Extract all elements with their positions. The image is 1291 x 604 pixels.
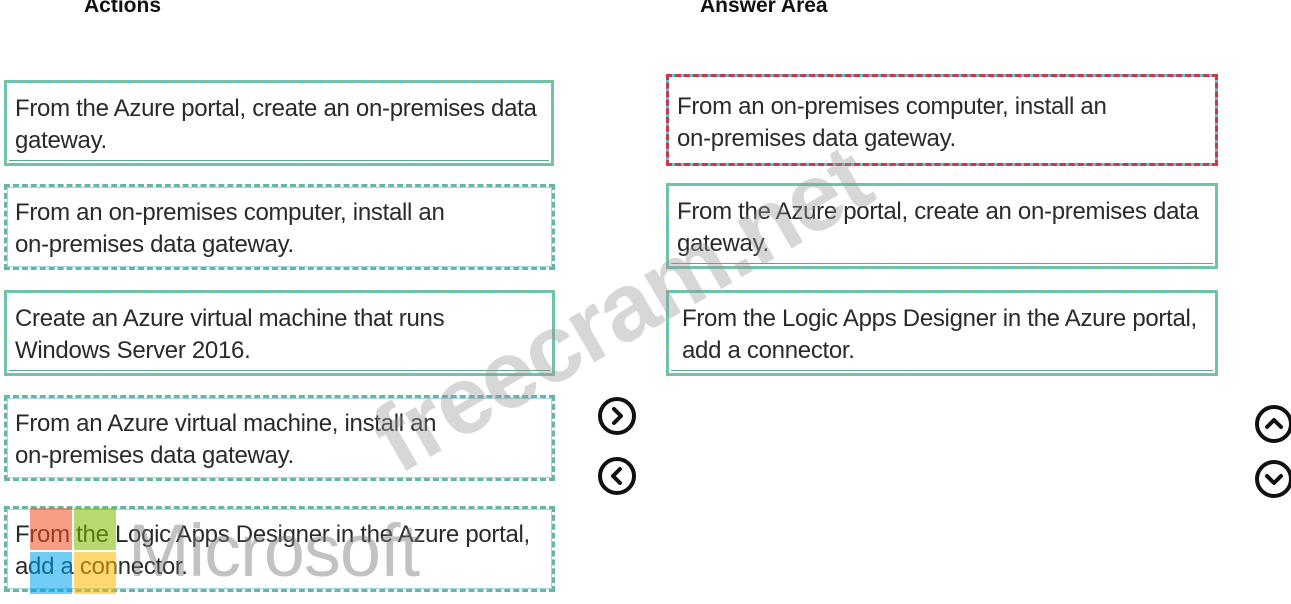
chevron-up-icon <box>1265 418 1283 429</box>
answer-item-add-connector[interactable]: From the Logic Apps Designer in the Azur… <box>666 290 1218 376</box>
chevron-left-icon <box>611 467 622 485</box>
answer-item-line: From the Logic Apps Designer in the Azur… <box>682 305 1197 332</box>
answer-item-line: add a connector. <box>682 337 855 364</box>
action-item-line: From an on-premises computer, install an <box>15 199 445 226</box>
action-item-line: From the Azure portal, create an on-prem… <box>15 95 537 122</box>
action-item-add-connector[interactable]: From the Logic Apps Designer in the Azur… <box>4 506 555 592</box>
action-item-install-gateway-onprem[interactable]: From an on-premises computer, install an… <box>4 184 555 270</box>
actions-heading: Actions <box>84 0 162 17</box>
action-item-line: Windows Server 2016. <box>15 337 251 364</box>
action-item-line: From the Logic Apps Designer in the Azur… <box>15 521 530 548</box>
chevron-right-icon <box>612 407 623 425</box>
chevron-down-icon <box>1265 474 1283 485</box>
action-item-line: Create an Azure virtual machine that run… <box>15 305 445 332</box>
action-item-install-gateway-vm[interactable]: From an Azure virtual machine, install a… <box>4 395 555 481</box>
answer-item-line: From an on-premises computer, install an <box>677 93 1107 120</box>
action-item-line: add a connector. <box>15 553 188 580</box>
move-up-button[interactable] <box>1255 405 1291 443</box>
action-item-line: on-premises data gateway. <box>15 231 294 258</box>
move-down-button[interactable] <box>1255 460 1291 498</box>
action-item-line: gateway. <box>15 127 107 154</box>
action-item-create-vm[interactable]: Create an Azure virtual machine that run… <box>4 290 555 376</box>
move-left-button[interactable] <box>598 457 636 495</box>
answer-item-create-gateway-portal[interactable]: From the Azure portal, create an on-prem… <box>666 183 1218 269</box>
answer-item-line: gateway. <box>677 230 769 257</box>
move-right-button[interactable] <box>598 397 636 435</box>
answer-item-install-gateway-onprem[interactable]: From an on-premises computer, install an… <box>666 74 1218 166</box>
action-item-line: on-premises data gateway. <box>15 442 294 469</box>
action-item-create-gateway-portal[interactable]: From the Azure portal, create an on-prem… <box>4 80 554 166</box>
action-item-line: From an Azure virtual machine, install a… <box>15 410 437 437</box>
answer-item-line: From the Azure portal, create an on-prem… <box>677 198 1199 225</box>
answer-item-line: on-premises data gateway. <box>677 125 956 152</box>
answer-area-heading: Answer Area <box>700 0 828 17</box>
